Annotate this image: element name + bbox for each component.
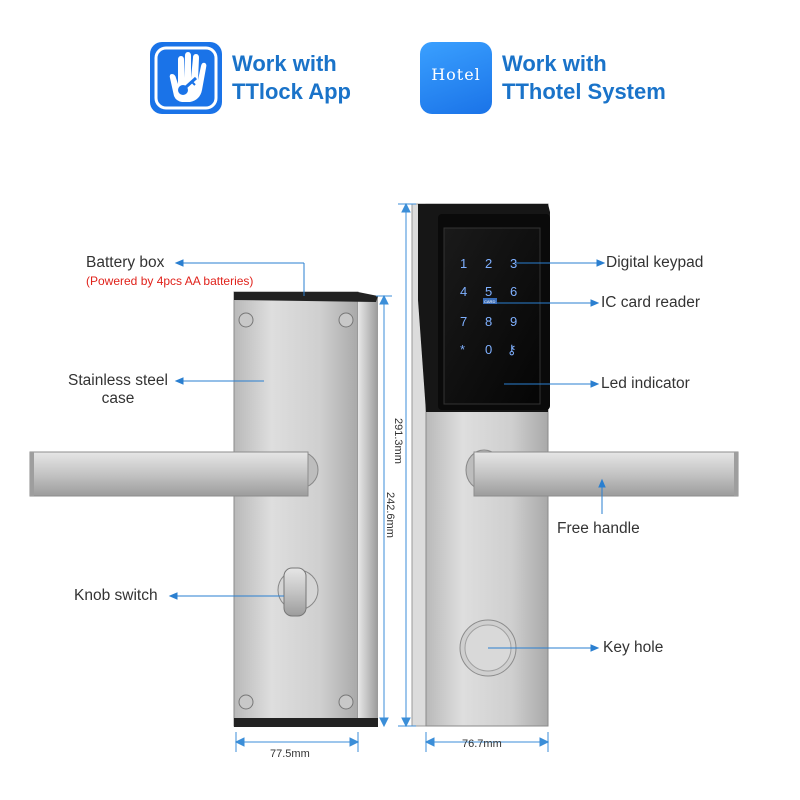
tthotel-logo-text: Hotel — [431, 65, 481, 84]
steel-case-line1: Stainless steel — [68, 372, 168, 389]
ttlock-badge: Work with TTlock App — [150, 42, 351, 114]
key-4: 4 — [460, 284, 467, 299]
key-3: 3 — [510, 256, 517, 271]
free-handle-label: Free handle — [557, 520, 640, 537]
front-panel: 1 2 3 4 5 6 7 8 9 * 0 ⚷ CARD — [411, 203, 739, 727]
battery-box-label: Battery box — [86, 254, 165, 271]
hand-key-icon — [154, 46, 218, 110]
key-2: 2 — [485, 256, 492, 271]
steel-case-line2: case — [101, 390, 135, 407]
back-handle-graphic — [29, 451, 319, 497]
key-7: 7 — [460, 314, 467, 329]
key-1: 1 — [460, 256, 467, 271]
tthotel-badge: Hotel Work with TThotel System — [420, 42, 666, 114]
front-handle-graphic — [465, 449, 739, 497]
knob-switch-label: Knob switch — [74, 587, 158, 604]
key-0: 0 — [485, 342, 492, 357]
dimension-height-panel: 242.6mm — [384, 492, 396, 538]
led-indicator-label: Led indicator — [601, 375, 690, 392]
tthotel-logo: Hotel — [420, 42, 492, 114]
keypad-keys: 1 2 3 4 5 6 7 8 9 * 0 ⚷ — [460, 256, 517, 357]
key-8: 8 — [485, 314, 492, 329]
knob-switch-graphic — [277, 567, 319, 617]
key-star: * — [460, 342, 465, 357]
steel-case-label: Stainless steel case — [60, 372, 176, 408]
ic-card-reader-label: IC card reader — [601, 294, 701, 311]
card-label: CARD — [484, 299, 495, 304]
dimension-width-front: 76.7mm — [462, 738, 502, 750]
key-lock: ⚷ — [507, 342, 517, 357]
key-9: 9 — [510, 314, 517, 329]
back-panel — [29, 291, 378, 727]
key-6: 6 — [510, 284, 517, 299]
dimension-height-total: 291.3mm — [392, 418, 404, 464]
dimension-lines — [234, 202, 550, 752]
ttlock-logo — [150, 42, 222, 114]
digital-keypad-label: Digital keypad — [606, 254, 704, 271]
key-hole-label: Key hole — [603, 639, 664, 656]
dimension-width-back: 77.5mm — [270, 748, 310, 760]
ttlock-line1: Work with — [232, 51, 337, 76]
key-5: 5 — [485, 284, 492, 299]
battery-note: (Powered by 4pcs AA batteries) — [86, 274, 254, 288]
ttlock-line2: TTlock App — [232, 79, 351, 104]
callout-lines — [168, 259, 606, 652]
tthotel-line2: TThotel System — [502, 79, 666, 104]
tthotel-line1: Work with — [502, 51, 607, 76]
